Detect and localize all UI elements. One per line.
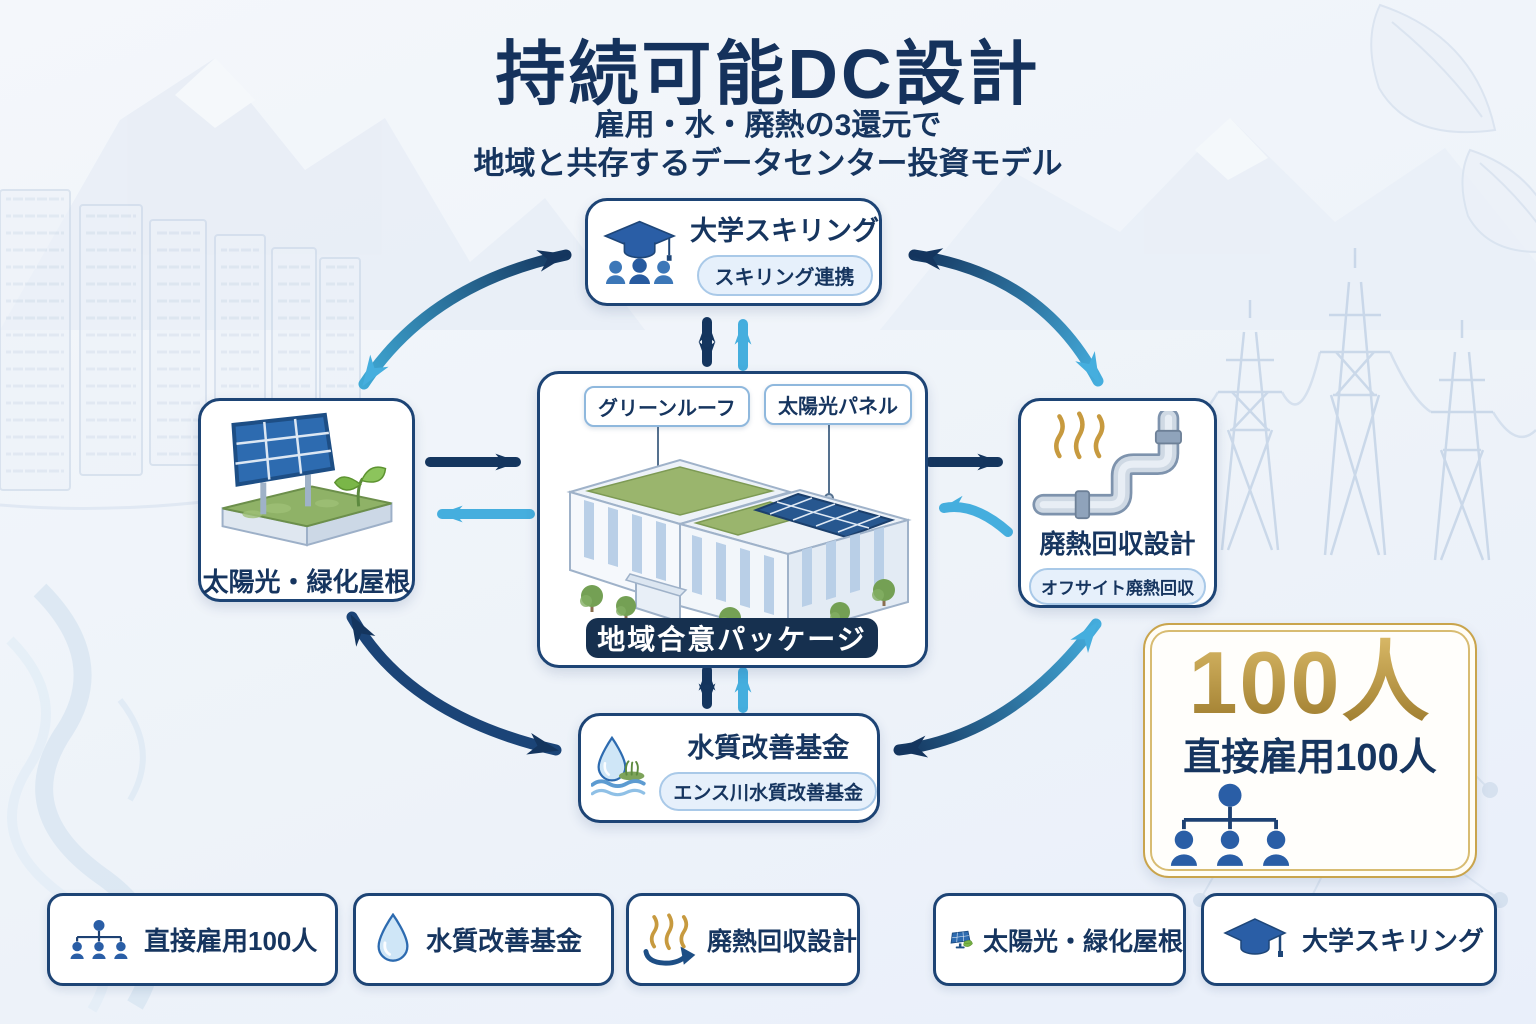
solar-green-roof-illustration (221, 412, 392, 547)
legend-label: 直接雇用100人 (144, 926, 318, 956)
solar-panel-label-pill: 太陽光パネル (764, 384, 912, 425)
node-datacenter: グリーンルーフ 太陽光パネル 地域合意パッケージ (537, 371, 928, 668)
heat-recovery-icon (643, 912, 696, 966)
node-university-skilling: 大学スキリング スキリング連携 (585, 198, 882, 306)
page-title: 持続可能DC設計 (495, 35, 1041, 113)
heat-pipes-illustration (1031, 411, 1182, 520)
legend-item-waste-heat: 廃熱回収設計 (626, 893, 860, 986)
node-solar-green-roof: 太陽光・緑化屋根 (198, 398, 415, 602)
graduation-cap-icon (1223, 917, 1287, 957)
subtitle-line-2: 地域と共存するデータセンター投資モデル (473, 146, 1063, 181)
university-badge: スキリング連携 (696, 254, 873, 296)
water-drop-river-illustration (591, 735, 646, 797)
legend-item-solar-green-roof: 太陽光・緑化屋根 (933, 893, 1186, 986)
graduation-cap-people-icon (603, 220, 677, 284)
employment-value: 100人 (1145, 635, 1475, 730)
org-chart-icon (1170, 783, 1290, 866)
solar-panel-leaf-icon (950, 930, 973, 948)
datacenter-building-illustration (566, 418, 912, 634)
legend-item-university: 大学スキリング (1201, 893, 1497, 986)
community-agreement-badge: 地域合意パッケージ (586, 618, 878, 658)
waste-heat-label: 廃熱回収設計 (1039, 529, 1196, 559)
university-label: 大学スキリング (690, 215, 879, 246)
green-roof-label-pill: グリーンルーフ (584, 386, 750, 427)
legend-item-employment: 直接雇用100人 (47, 893, 338, 986)
employment-label: 直接雇用100人 (1183, 737, 1437, 779)
legend-label: 太陽光・緑化屋根 (982, 927, 1183, 956)
node-water-fund: 水質改善基金 エンス川水質改善基金 (578, 713, 880, 823)
waste-heat-badge: オフサイト廃熱回収 (1029, 568, 1206, 605)
solar-green-roof-label: 太陽光・緑化屋根 (202, 567, 411, 597)
node-waste-heat: 廃熱回収設計 オフサイト廃熱回収 (1018, 398, 1217, 608)
subtitle-line-1: 雇用・水・廃熱の3還元で (594, 109, 942, 142)
water-fund-badge: エンス川水質改善基金 (659, 771, 877, 811)
water-fund-label: 水質改善基金 (687, 732, 850, 763)
org-chart-icon (70, 919, 128, 959)
legend-label: 水質改善基金 (426, 926, 583, 956)
legend-label: 廃熱回収設計 (706, 927, 857, 956)
legend-item-water-fund: 水質改善基金 (353, 893, 614, 986)
legend-label: 大学スキリング (1302, 926, 1485, 956)
water-drop-icon (377, 912, 409, 962)
employment-highlight-card: 100人 直接雇用100人 (1143, 623, 1477, 878)
